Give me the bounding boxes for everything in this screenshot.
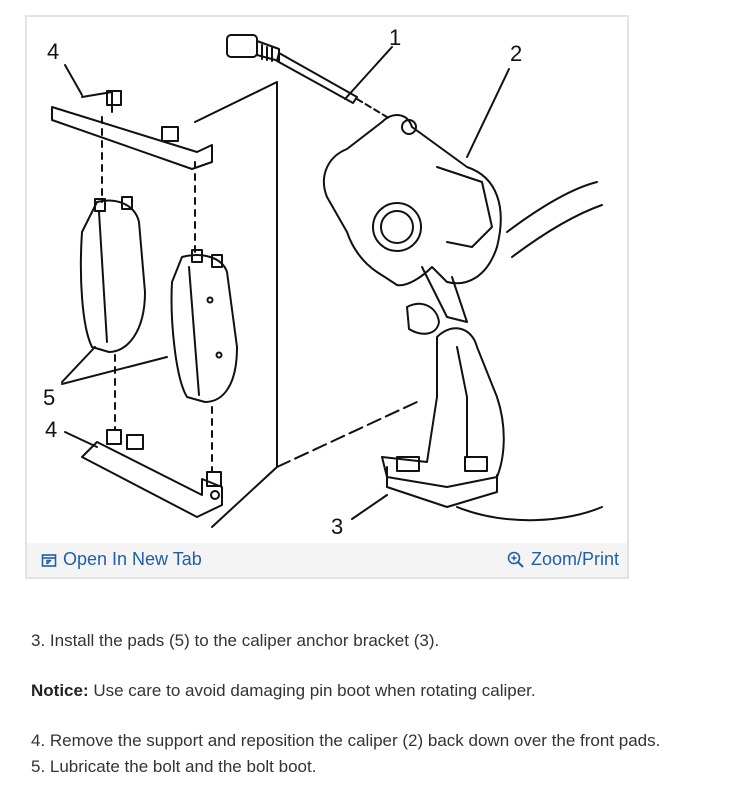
step-3: 3. Install the pads (5) to the caliper a… [31,631,440,650]
figure-box: 1 2 3 4 4 5 Open In New Tab [25,15,629,579]
callout-4-top: 4 [47,39,59,64]
open-in-new-tab-link[interactable]: Open In New Tab [41,549,202,570]
callout-1: 1 [389,25,401,50]
abutment-clip-top [51,90,213,253]
rotor-edge-3 [456,506,603,522]
plane-line [276,401,418,468]
open-in-new-tab-label: Open In New Tab [63,549,202,569]
callout-3: 3 [331,514,343,539]
callout-2: 2 [510,41,522,66]
notice: Notice: Use care to avoid damaging pin b… [31,678,721,704]
brake-pad-outer [79,196,146,353]
notice-label: Notice: [31,681,89,700]
instruction-text: 3. Install the pads (5) to the caliper a… [31,628,721,780]
callout-5: 5 [43,385,55,410]
brake-caliper-diagram: 1 2 3 4 4 5 [27,17,627,545]
zoom-in-icon [507,551,525,569]
notice-text: Use care to avoid damaging pin boot when… [88,681,536,700]
rotor-edge-2 [511,204,603,258]
caliper [322,114,502,335]
leader-1 [344,46,393,100]
leader-4-bottom [64,431,98,448]
open-new-tab-icon [41,552,57,568]
leader-5b [61,356,168,385]
figure-footer: Open In New Tab Zoom/Print [27,543,627,577]
step-5: 5. Lubricate the bolt and the bolt boot. [31,757,317,776]
plane-outline [194,81,278,528]
step-4: 4. Remove the support and reposition the… [31,731,661,750]
caliper-bolt [226,34,388,118]
zoom-print-link[interactable]: Zoom/Print [507,549,619,570]
leader-5a [61,346,96,383]
abutment-clip-bottom [81,354,223,518]
leader-2 [466,68,510,158]
rotor-edge [506,181,598,233]
zoom-print-label: Zoom/Print [530,549,619,569]
anchor-bracket [381,327,505,508]
leader-3 [351,494,388,520]
leader-4-top [64,64,83,96]
brake-pad-inner [170,249,238,403]
diagram-svg: 1 2 3 4 4 5 [43,25,603,539]
callout-4-bottom: 4 [45,417,57,442]
